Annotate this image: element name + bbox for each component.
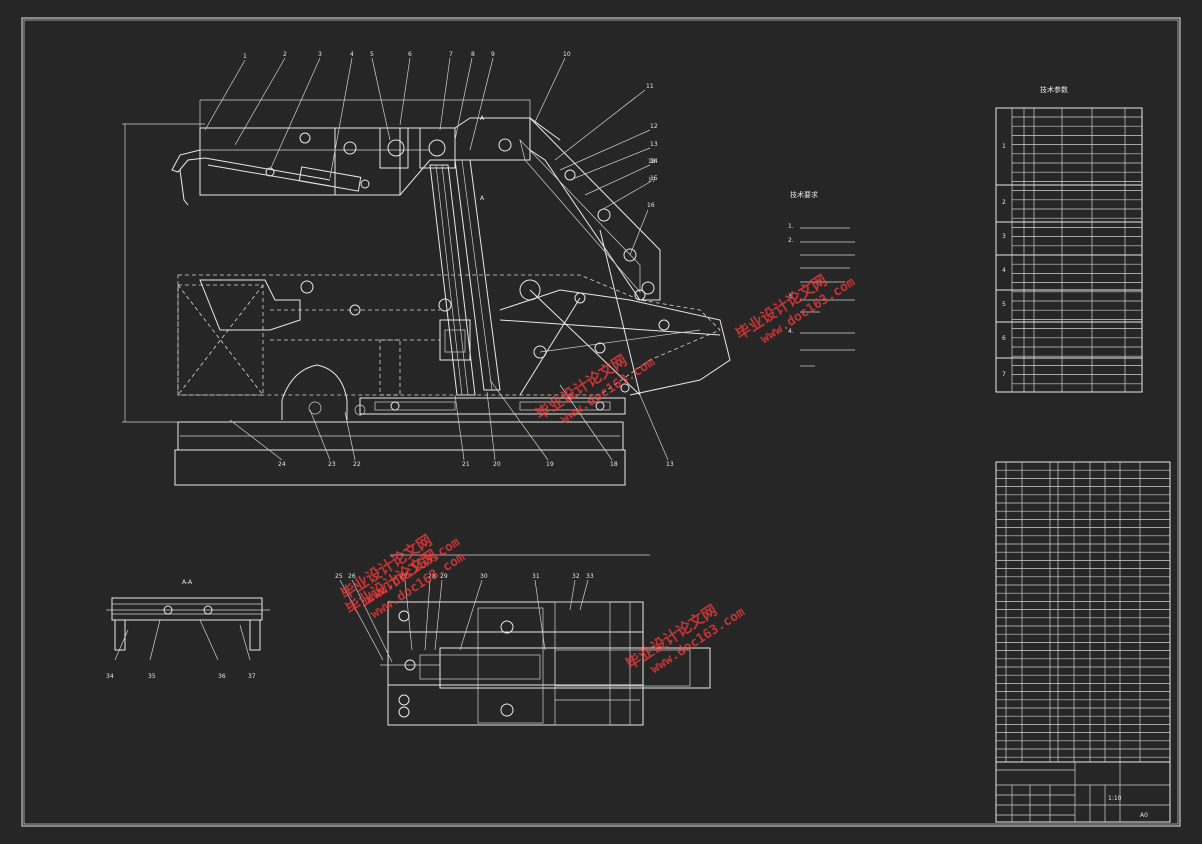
- tech-req-item-number: 3.: [788, 293, 794, 300]
- tech-group-number: 3: [1002, 233, 1006, 240]
- tech-req-title: 技术要求: [790, 190, 818, 199]
- part-number-balloon: 5: [370, 51, 374, 58]
- main-elevation-view: [122, 57, 731, 486]
- part-number-balloon: 14: [650, 158, 658, 165]
- part-number-balloon: 17: [648, 177, 656, 184]
- part-number-balloon: 3: [318, 51, 322, 58]
- tech-group-number: 4: [1002, 267, 1006, 274]
- part-number-balloon: 22: [353, 461, 361, 468]
- callout-a-label: A: [480, 115, 485, 122]
- part-number-balloon: 7: [449, 51, 453, 58]
- part-number-balloon: 33: [586, 573, 594, 580]
- part-number-balloon: 11: [646, 83, 654, 90]
- part-number-balloon: 27: [400, 573, 408, 580]
- plan-part-numbers: 25 26 27 28 29 30 31 32 33: [335, 573, 594, 580]
- part-number-balloon: 13: [650, 141, 658, 148]
- part-number-balloon: 23: [328, 461, 336, 468]
- technical-requirements: 技术要求 1. 2. 3. 4.: [788, 190, 855, 367]
- part-number-balloon: 25: [335, 573, 343, 580]
- section-a-a-view: [106, 597, 270, 661]
- part-number-balloon: 16: [647, 202, 655, 209]
- title-block-sheet-size: A0: [1140, 812, 1148, 819]
- part-number-balloon: 2: [283, 51, 287, 58]
- part-number-balloon: 18: [648, 158, 656, 165]
- callout-a2-label: A: [480, 195, 485, 202]
- part-number-balloon: 20: [493, 461, 501, 468]
- part-number-balloon: 29: [440, 573, 448, 580]
- tech-group-number: 2: [1002, 199, 1006, 206]
- title-block-scale: 1:10: [1108, 795, 1122, 802]
- part-number-balloon: 9: [491, 51, 495, 58]
- part-number-balloon: 18: [610, 461, 618, 468]
- tech-group-number: 5: [1002, 301, 1006, 308]
- part-number-balloon: 24: [278, 461, 286, 468]
- part-number-balloon: 4: [350, 51, 354, 58]
- part-number-balloon: 36: [218, 673, 226, 680]
- part-number-balloon: 34: [106, 673, 114, 680]
- tech-req-item-number: 4.: [788, 328, 794, 335]
- tech-group-number: 6: [1002, 335, 1006, 342]
- technical-data-table: 技术参数 1 2 3 4 5 6 7: [995, 85, 1143, 393]
- title-block: 1:10 A0: [995, 761, 1171, 823]
- section-a-a-title: A-A: [182, 579, 193, 586]
- part-number-balloon: 19: [546, 461, 554, 468]
- part-number-balloon: 1: [243, 53, 247, 60]
- tech-req-item-number: 2.: [788, 237, 794, 244]
- outer-border: [21, 17, 1181, 827]
- parts-list-table: [995, 461, 1171, 763]
- part-number-balloon: 31: [532, 573, 540, 580]
- part-number-balloon: 10: [563, 51, 571, 58]
- tech-req-item-number: 1.: [788, 223, 794, 230]
- tech-group-number: 7: [1002, 371, 1006, 378]
- part-number-balloon: 32: [572, 573, 580, 580]
- part-number-balloon: 13: [666, 461, 674, 468]
- part-number-balloon: 15: [650, 175, 658, 182]
- plan-view: [339, 554, 711, 726]
- part-number-balloon: 8: [471, 51, 475, 58]
- tech-table-title: 技术参数: [1040, 85, 1068, 94]
- section-part-numbers: 34 35 36 37: [106, 673, 256, 680]
- part-number-balloon: 12: [650, 123, 658, 130]
- part-number-balloon: 21: [462, 461, 470, 468]
- part-number-balloon: 35: [148, 673, 156, 680]
- part-number-balloon: 28: [428, 573, 436, 580]
- part-number-balloon: 26: [348, 573, 356, 580]
- part-number-balloon: 6: [408, 51, 412, 58]
- tech-group-number: 1: [1002, 143, 1006, 150]
- part-number-balloon: 30: [480, 573, 488, 580]
- inner-border: [23, 19, 1179, 825]
- part-number-balloon: 37: [248, 673, 256, 680]
